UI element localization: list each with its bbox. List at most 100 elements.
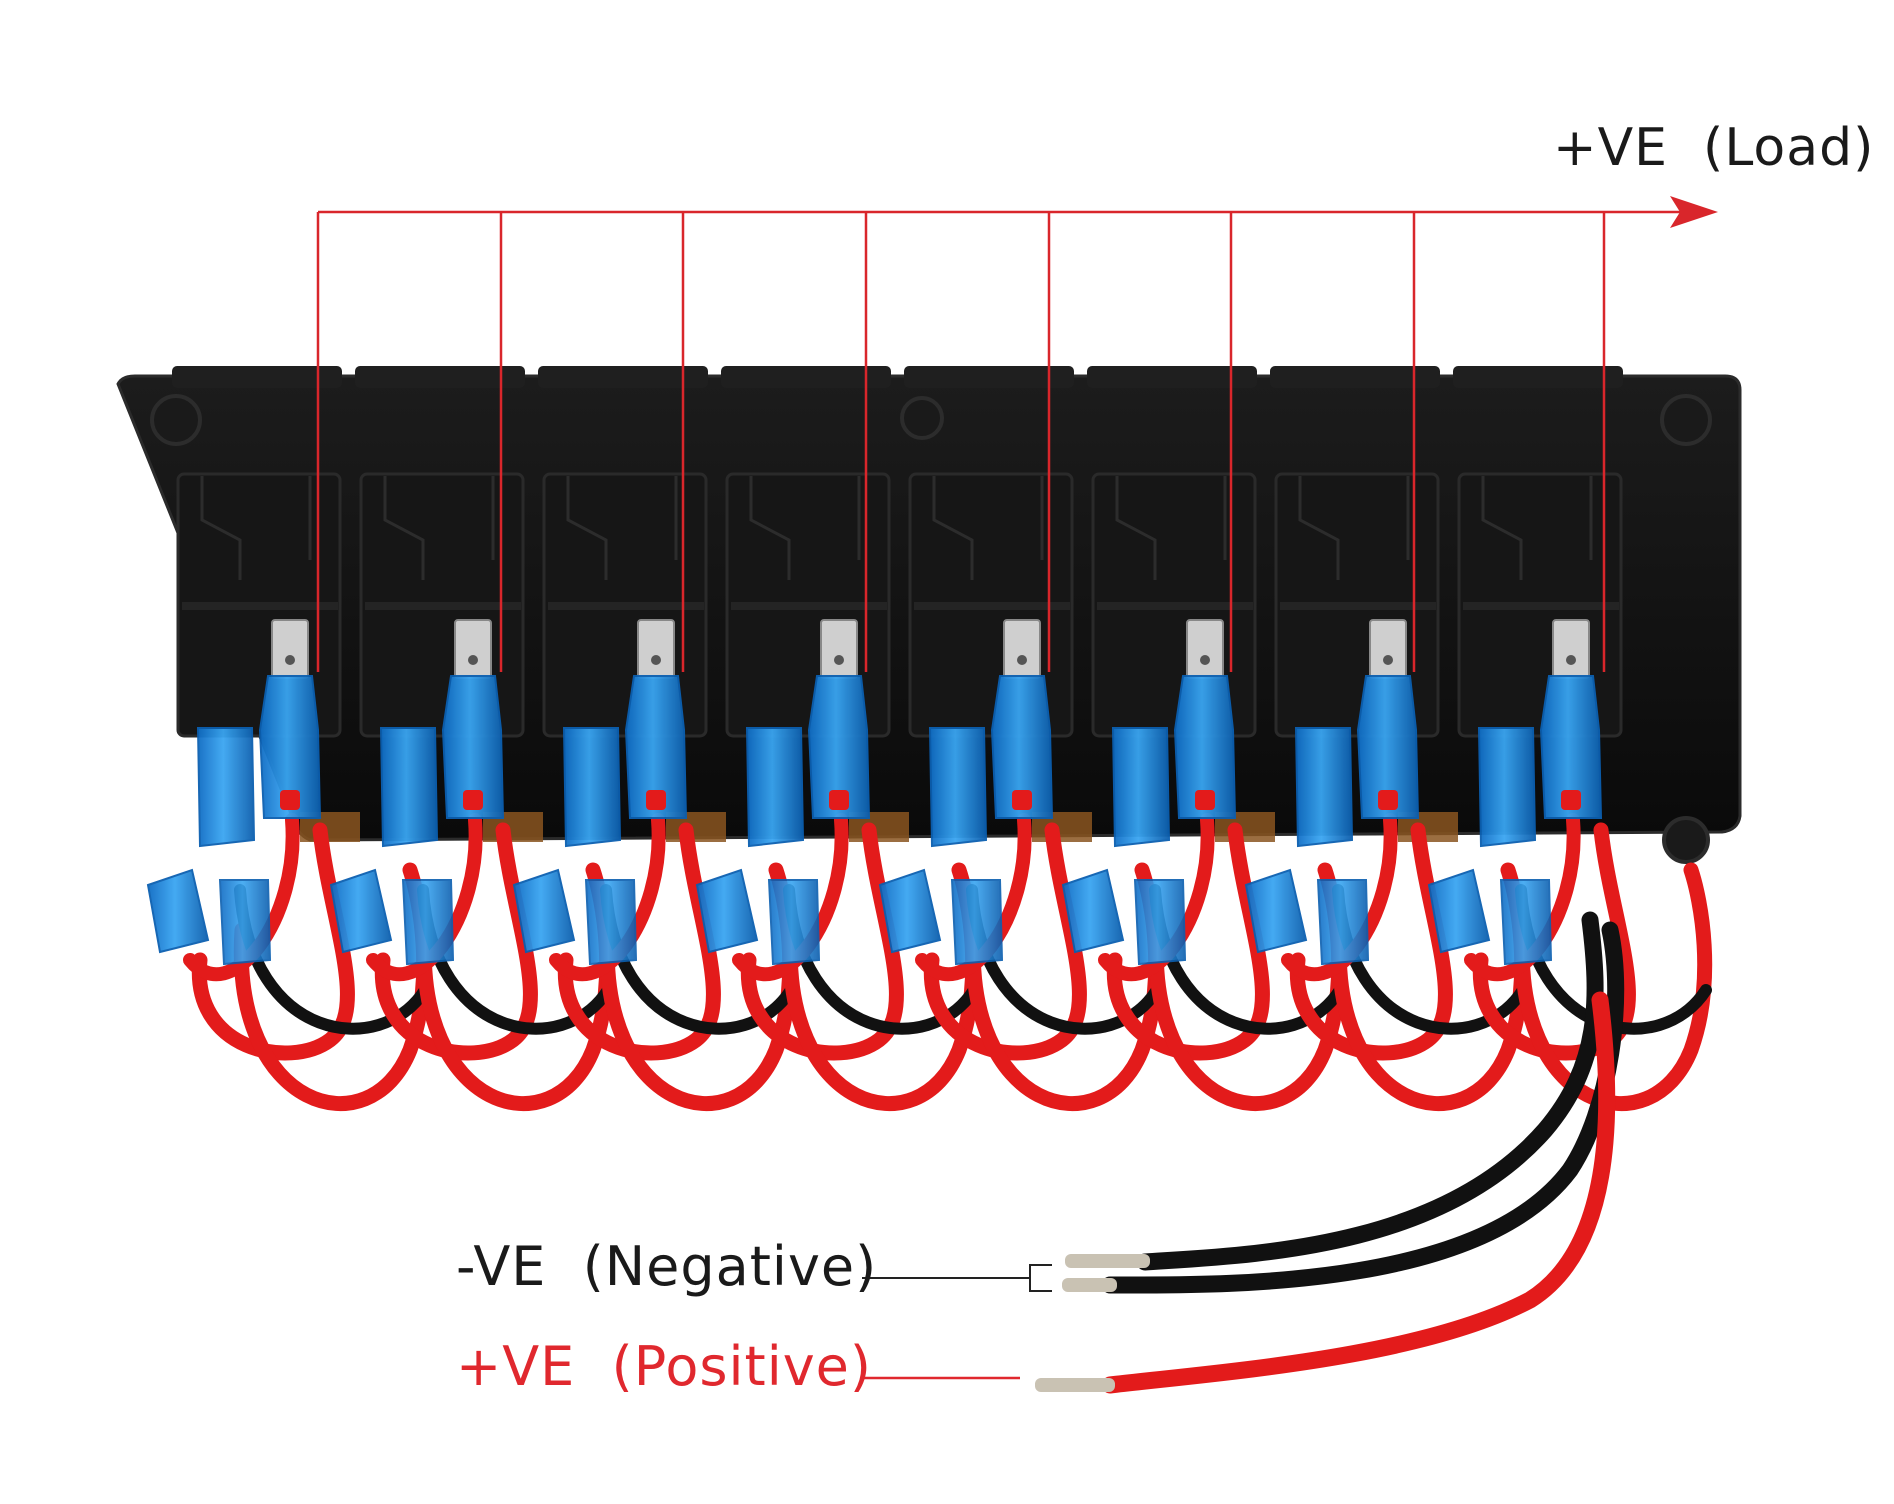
red-jumper-wire [1106,822,1270,1061]
spade-terminal [1186,619,1224,679]
switch-terminal-outline [1481,476,1593,580]
wire-strip-end [1065,1254,1150,1268]
terminal-hole [1383,655,1393,665]
blue-connector-jumper [1133,879,1187,966]
switch-terminal-outline [932,476,1044,580]
blue-connector-ground [928,727,988,848]
blue-connector-load [1356,675,1420,819]
terminal-hole [468,655,478,665]
blue-connector-jumper [218,879,272,966]
load-guide-lines [316,196,1718,672]
blue-connector-jumper [1244,868,1308,954]
terminal-hole [834,655,844,665]
negative-guide-line [862,1264,1052,1292]
blue-connector-jumper [512,868,576,954]
blue-connector-jumper [329,868,393,954]
switch-panel [116,366,1742,864]
wire-core [280,790,300,810]
red-jumper-wire [740,822,904,1061]
spade-terminal [1369,619,1407,679]
blue-connector-jumper [878,868,942,954]
blue-connector-ground [1294,727,1354,848]
terminal-hole [285,655,295,665]
spade-terminal [820,619,858,679]
wire-core [829,790,849,810]
rocker-switch-cap [904,366,1074,388]
spade-terminal [637,619,675,679]
blue-connector-load [1539,675,1603,819]
blue-connector-ground [562,727,622,848]
switch-divider [1463,602,1619,610]
positive-label: +VE (Positive) [456,1335,872,1398]
blue-connector-jumper [1316,879,1370,966]
blue-connector-ground [1111,727,1171,848]
terminal-hole [651,655,661,665]
switch-divider [365,602,521,610]
rocker-switch-cap [355,366,525,388]
wire-strip-end [1035,1378,1115,1392]
switch-terminal-outline [1115,476,1227,580]
switch-terminal-outline [383,476,495,580]
switch-divider [914,602,1070,610]
switch-terminal-outline [749,476,861,580]
wire-core [646,790,666,810]
negative-label: -VE (Negative) [456,1235,878,1298]
wire-core [1378,790,1398,810]
blue-connector-jumper [584,879,638,966]
wire-core [1561,790,1581,810]
switch-terminal-outline [200,476,312,580]
blue-connector-jumper [401,879,455,966]
spade-terminal [1003,619,1041,679]
blue-connector-jumper [1061,868,1125,954]
rocker-switch-cap [1087,366,1257,388]
red-jumper-wire [557,822,721,1061]
blue-connector-ground [745,727,805,848]
mounting-screw-icon [150,394,202,446]
mounting-screw-icon [1660,394,1712,446]
rocker-switch-cap [172,366,342,388]
red-loop-wire [1514,862,1713,1111]
red-jumper-wire [191,822,355,1061]
switch-divider [1280,602,1436,610]
blue-connector-jumper [695,868,759,954]
red-jumper-wire [923,822,1087,1061]
blue-connector-ground [1477,727,1537,848]
rocker-switch-cap [1453,366,1623,388]
blue-connector-jumper [1427,868,1491,954]
terminal-hole [1200,655,1210,665]
red-jumper-wire [374,822,538,1061]
red-jumper-wire [1289,822,1453,1061]
switch-divider [1097,602,1253,610]
wire-core [463,790,483,810]
blue-connector-load [990,675,1054,819]
switch-terminal-outline [566,476,678,580]
terminal-hole [1017,655,1027,665]
rocker-switch-cap [721,366,891,388]
switch-terminal-outline [1298,476,1410,580]
blue-connector-jumper [950,879,1004,966]
switch-divider [182,602,338,610]
load-label: +VE (Load) [1553,118,1875,178]
wire-core [1195,790,1215,810]
spade-terminal [1552,619,1590,679]
rocker-switch-cap [538,366,708,388]
terminal-hole [1566,655,1576,665]
arrow-right-icon [1670,196,1718,228]
blue-connector-load [258,675,322,819]
blue-connector-jumper [146,868,210,954]
blue-connector-ground [196,727,256,848]
blue-connector-jumper [767,879,821,966]
blue-connector-load [807,675,871,819]
blue-connector-ground [379,727,439,848]
blue-connector-load [1173,675,1237,819]
mounting-screw-icon [900,396,944,440]
wire-core [1012,790,1032,810]
switch-divider [548,602,704,610]
blue-connector-jumper [1499,879,1553,966]
spade-terminal [271,619,309,679]
mounting-screw-icon [1662,816,1710,864]
rocker-switch-cap [1270,366,1440,388]
blue-connector-load [624,675,688,819]
blue-connector-load [441,675,505,819]
